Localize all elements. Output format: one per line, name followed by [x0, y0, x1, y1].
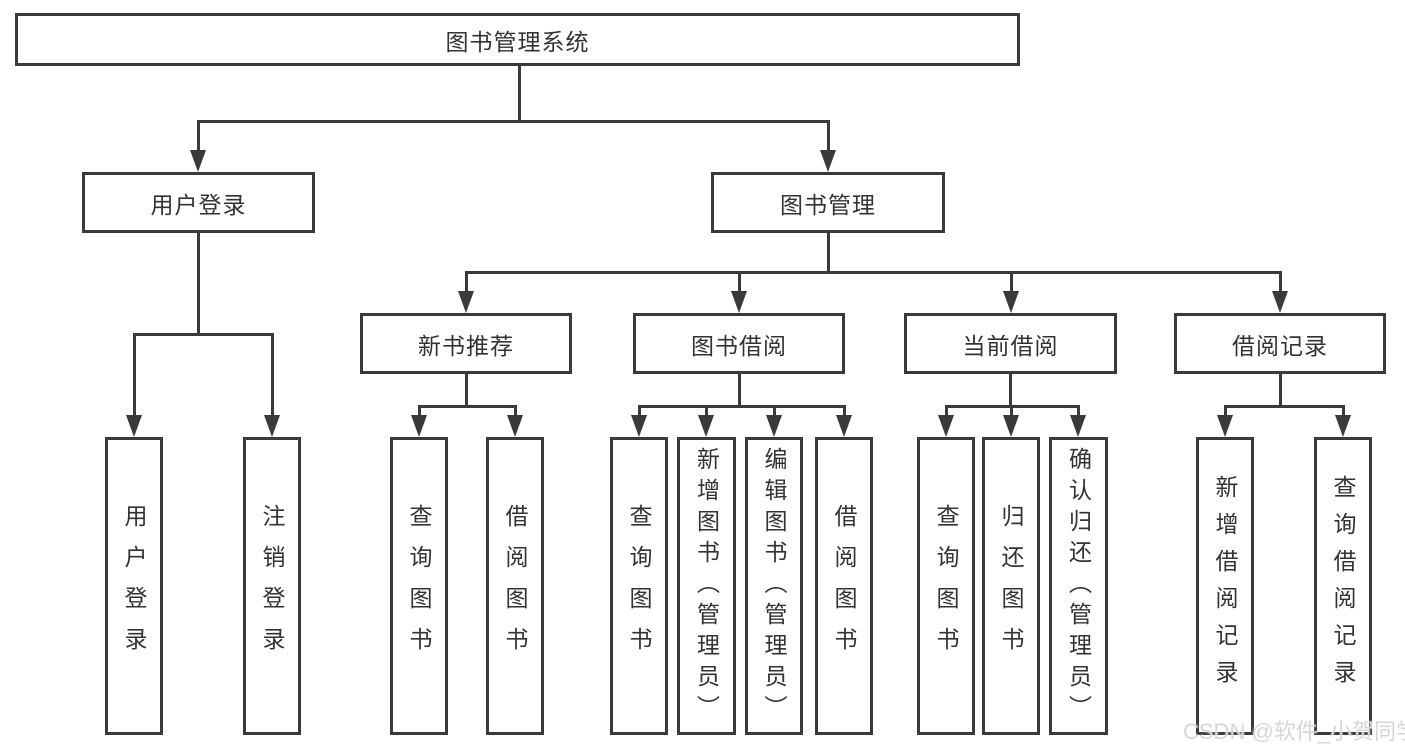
connector-drop-logout-leaf [271, 333, 274, 419]
node-book-borrow-label: 图书借阅 [691, 332, 787, 359]
arrow-down-icon [731, 291, 747, 313]
leaf-borrow-add-book-admin-label: 新增图书（管理员） [693, 446, 720, 726]
arrow-down-icon [938, 415, 954, 437]
node-book-management: 图书管理 [711, 172, 945, 233]
connector-drop-login-leaf [133, 333, 136, 419]
connector-root-branch [197, 120, 830, 123]
leaf-records-query-record: 查询借阅记录 [1314, 437, 1372, 735]
leaf-borrow-add-book-admin: 新增图书（管理员） [677, 437, 736, 735]
arrow-down-icon [190, 150, 206, 172]
arrow-down-icon [1003, 415, 1019, 437]
arrow-down-icon [507, 415, 523, 437]
leaf-rec-query-book-label: 查询图书 [406, 504, 432, 668]
arrow-down-icon [411, 415, 427, 437]
arrow-down-icon [1003, 291, 1019, 313]
connector-drop-leaf [773, 405, 776, 419]
arrow-down-icon [458, 291, 474, 313]
node-new-book-recommend: 新书推荐 [360, 313, 572, 374]
connector-borrow-branch [638, 405, 845, 408]
leaf-user-login: 用户登录 [105, 437, 163, 735]
connector-drop-records [1279, 271, 1282, 295]
connector-records-stem [1279, 374, 1282, 408]
arrow-down-icon [1272, 291, 1288, 313]
leaf-current-query-book-label: 查询图书 [933, 504, 959, 668]
node-current-borrow: 当前借阅 [904, 313, 1117, 374]
leaf-borrow-query-book: 查询图书 [610, 437, 668, 735]
leaf-records-add-record: 新增借阅记录 [1196, 437, 1254, 735]
arrow-down-icon [1217, 415, 1233, 437]
leaf-current-return-book: 归还图书 [982, 437, 1040, 735]
connector-drop-leaf [945, 405, 948, 419]
arrow-down-icon [126, 415, 142, 437]
node-borrow-records: 借阅记录 [1174, 313, 1386, 374]
node-new-book-recommend-label: 新书推荐 [418, 332, 514, 359]
leaf-current-query-book: 查询图书 [917, 437, 975, 735]
connector-new-rec-branch [418, 405, 517, 408]
arrow-down-icon [698, 415, 714, 437]
leaf-rec-query-book: 查询图书 [390, 437, 448, 735]
arrow-down-icon [264, 415, 280, 437]
node-book-management-label: 图书管理 [780, 191, 876, 218]
leaf-borrow-query-book-label: 查询图书 [626, 504, 652, 668]
node-book-borrow: 图书借阅 [633, 313, 845, 374]
connector-current-stem [1009, 374, 1012, 408]
node-current-borrow-label: 当前借阅 [962, 332, 1059, 359]
connector-drop-user-login [197, 120, 200, 154]
node-root: 图书管理系统 [15, 13, 1020, 66]
leaf-logout-label: 注销登录 [259, 504, 285, 668]
node-user-login-label: 用户登录 [150, 191, 247, 218]
leaf-records-query-record-label: 查询借阅记录 [1330, 475, 1356, 697]
arrow-down-icon [820, 150, 836, 172]
connector-drop-new-rec [465, 271, 468, 295]
leaf-current-confirm-return-admin-label: 确认归还（管理员） [1065, 446, 1092, 726]
connector-book-mgmt-stem [827, 233, 830, 274]
leaf-borrow-edit-book-admin: 编辑图书（管理员） [745, 437, 803, 735]
connector-user-login-branch [133, 333, 274, 336]
connector-records-branch [1224, 405, 1344, 408]
connector-drop-current [1010, 271, 1013, 295]
leaf-logout: 注销登录 [243, 437, 301, 735]
connector-drop-leaf [638, 405, 641, 419]
connector-new-rec-stem [465, 374, 468, 408]
leaf-current-return-book-label: 归还图书 [998, 504, 1024, 668]
arrow-down-icon [1335, 415, 1351, 437]
leaf-rec-borrow-book-label: 借阅图书 [502, 504, 528, 668]
arrow-down-icon [766, 415, 782, 437]
connector-drop-leaf [418, 405, 421, 419]
leaf-records-add-record-label: 新增借阅记录 [1212, 475, 1238, 697]
connector-drop-leaf [1010, 405, 1013, 419]
connector-drop-leaf [1224, 405, 1227, 419]
arrow-down-icon [1070, 415, 1086, 437]
connector-borrow-stem [738, 374, 741, 408]
leaf-borrow-borrow-book: 借阅图书 [815, 437, 873, 735]
connector-root-stem [518, 66, 521, 122]
connector-drop-leaf [1342, 405, 1345, 419]
arrow-down-icon [836, 415, 852, 437]
leaf-current-confirm-return-admin: 确认归还（管理员） [1049, 437, 1108, 735]
node-borrow-records-label: 借阅记录 [1232, 332, 1328, 359]
connector-user-login-stem [197, 233, 200, 336]
connector-drop-leaf [705, 405, 708, 419]
connector-drop-leaf [1077, 405, 1080, 419]
node-user-login: 用户登录 [82, 172, 315, 233]
connector-book-mgmt-branch [465, 271, 1281, 274]
arrow-down-icon [631, 415, 647, 437]
csdn-watermark: CSDN @软件_小贺同学 [1183, 719, 1405, 744]
leaf-rec-borrow-book: 借阅图书 [486, 437, 544, 735]
leaf-borrow-edit-book-admin-label: 编辑图书（管理员） [761, 446, 787, 726]
node-root-label: 图书管理系统 [445, 28, 590, 55]
leaf-borrow-borrow-book-label: 借阅图书 [831, 504, 857, 668]
connector-drop-leaf [843, 405, 846, 419]
connector-drop-book-mgmt [827, 120, 830, 154]
leaf-user-login-label: 用户登录 [121, 504, 147, 668]
connector-drop-borrow [738, 271, 741, 295]
connector-drop-leaf [514, 405, 517, 419]
